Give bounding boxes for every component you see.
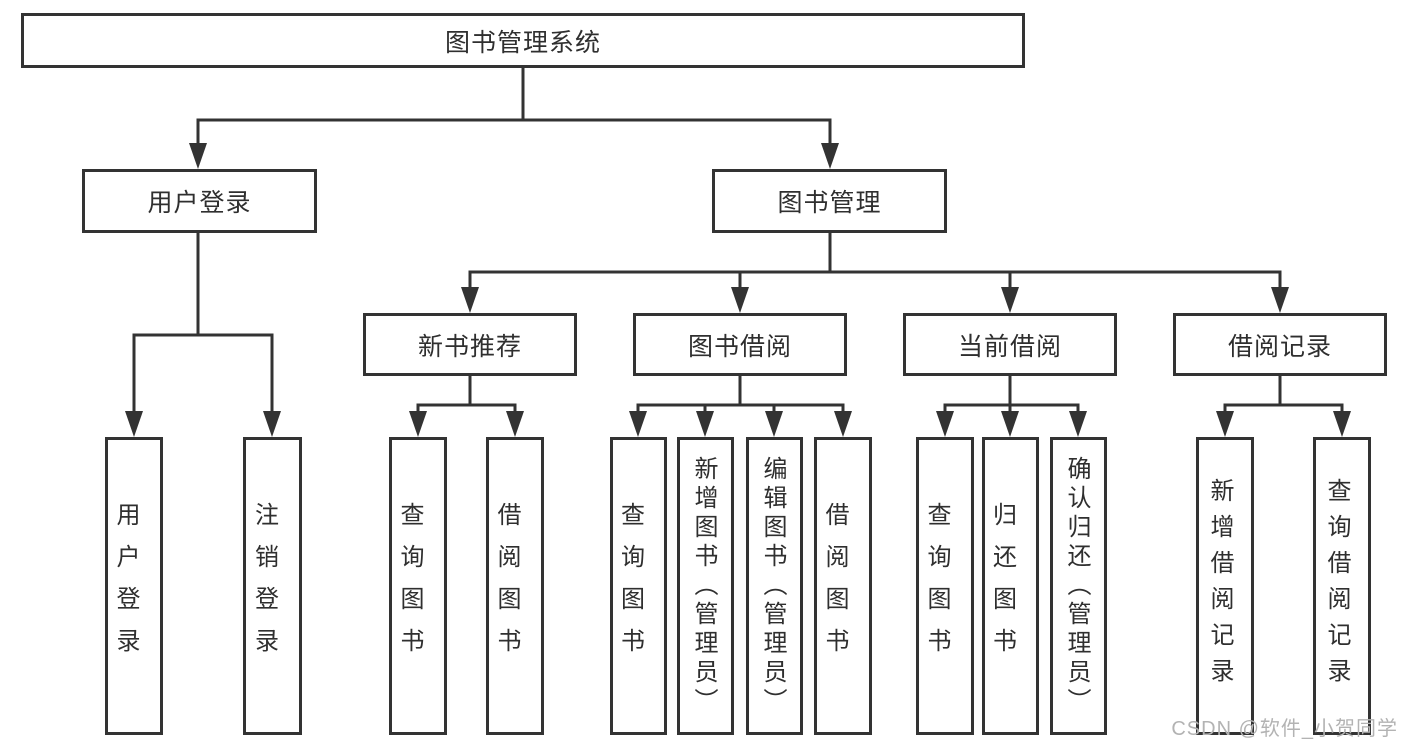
node-label: 图书管理系统 bbox=[444, 28, 601, 57]
leaf-label: 查询借阅记录 bbox=[1323, 478, 1350, 694]
node-label: 用户登录 bbox=[147, 189, 252, 217]
leaf-label: 新增图书（管理员） bbox=[690, 455, 717, 717]
leaf-recommend-query-books: 查询图书 bbox=[389, 437, 447, 735]
node-book-borrow: 图书借阅 bbox=[633, 313, 847, 376]
node-label: 新书推荐 bbox=[417, 332, 522, 361]
leaf-label: 借阅图书 bbox=[821, 502, 848, 670]
leaf-recommend-borrow-books: 借阅图书 bbox=[486, 437, 544, 735]
node-library-management-system: 图书管理系统 bbox=[21, 13, 1025, 68]
leaf-label: 确认归还（管理员） bbox=[1063, 455, 1090, 717]
node-new-book-recommend: 新书推荐 bbox=[363, 313, 577, 376]
leaf-label: 查询图书 bbox=[396, 502, 423, 670]
leaf-label: 用户登录 bbox=[112, 502, 139, 670]
node-user-login: 用户登录 bbox=[82, 169, 317, 233]
leaf-borrow-edit-books-admin: 编辑图书（管理员） bbox=[746, 437, 803, 735]
leaf-logout: 注销登录 bbox=[243, 437, 302, 735]
leaf-records-add-record: 新增借阅记录 bbox=[1196, 437, 1254, 735]
node-borrow-records: 借阅记录 bbox=[1173, 313, 1387, 376]
leaf-borrow-query-books: 查询图书 bbox=[610, 437, 667, 735]
node-label: 图书管理 bbox=[777, 189, 882, 217]
leaf-label: 注销登录 bbox=[250, 502, 278, 670]
csdn-watermark: CSDN @软件_小贺同学 bbox=[1171, 718, 1398, 740]
leaf-label: 编辑图书（管理员） bbox=[759, 455, 786, 717]
node-book-management: 图书管理 bbox=[712, 169, 947, 233]
leaf-records-query-record: 查询借阅记录 bbox=[1313, 437, 1371, 735]
node-label: 借阅记录 bbox=[1227, 332, 1332, 361]
leaf-borrow-add-books-admin: 新增图书（管理员） bbox=[677, 437, 734, 735]
leaf-user-login: 用户登录 bbox=[105, 437, 163, 735]
leaf-label: 借阅图书 bbox=[493, 502, 520, 670]
node-label: 图书借阅 bbox=[687, 332, 792, 361]
leaf-label: 新增借阅记录 bbox=[1206, 478, 1233, 694]
leaf-label: 归还图书 bbox=[988, 502, 1016, 670]
node-current-borrow: 当前借阅 bbox=[903, 313, 1117, 376]
leaf-current-confirm-return-admin: 确认归还（管理员） bbox=[1050, 437, 1107, 735]
leaf-label: 查询图书 bbox=[616, 502, 644, 670]
leaf-borrow-borrow-books: 借阅图书 bbox=[814, 437, 872, 735]
leaf-label: 查询图书 bbox=[923, 502, 950, 670]
leaf-current-return-books: 归还图书 bbox=[982, 437, 1039, 735]
leaf-current-query-books: 查询图书 bbox=[916, 437, 974, 735]
node-label: 当前借阅 bbox=[957, 332, 1062, 361]
